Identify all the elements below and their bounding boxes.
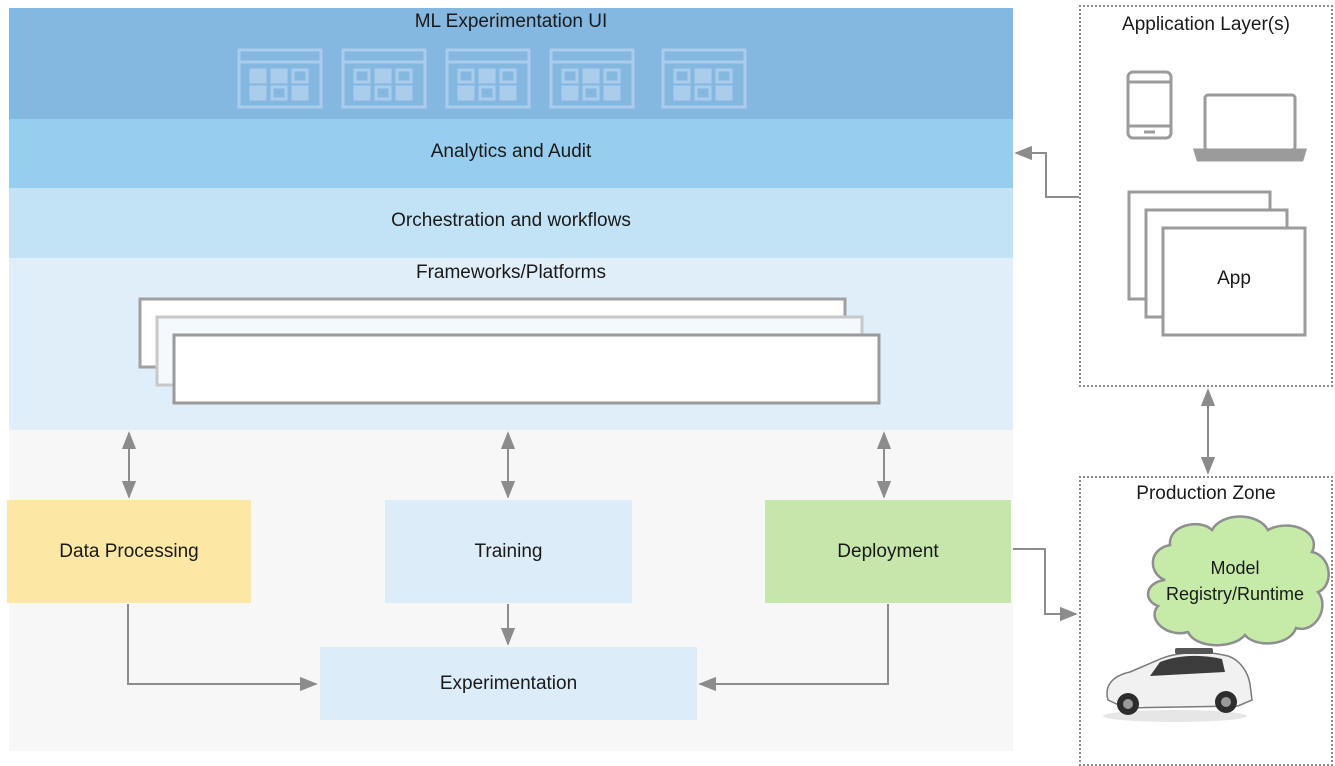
autonomous-car-icon: [1103, 648, 1253, 722]
ml-experimentation-ui-layer: ML Experimentation UI: [9, 8, 1013, 119]
deployment-box: Deployment: [765, 500, 1011, 603]
model-registry-line2: Registry/Runtime: [1165, 584, 1305, 604]
training-label: Training: [474, 540, 543, 562]
data-processing-box: Data Processing: [7, 500, 251, 603]
analytics-audit-label: Analytics and Audit: [430, 141, 592, 162]
phone-icon: [1126, 70, 1173, 140]
model-registry-line1: Model: [1210, 558, 1260, 578]
production-zone-title: Production Zone: [1136, 483, 1276, 504]
application-layer-title: Application Layer(s): [1122, 14, 1290, 35]
deployment-label: Deployment: [837, 540, 939, 562]
deploy-production-arrow: [1013, 548, 1078, 622]
laptop-icon: [1192, 93, 1308, 162]
app-label: App: [1217, 268, 1251, 289]
training-box: Training: [385, 500, 632, 603]
orchestration-label: Orchestration and workflows: [391, 210, 631, 231]
dashboard-window-icon: [661, 48, 747, 109]
dashboard-window-icon: [341, 48, 427, 109]
experimentation-box: Experimentation: [320, 647, 697, 720]
framework-card: [172, 333, 881, 405]
frameworks-platforms-label: Frameworks/Platforms: [415, 262, 607, 283]
dp-experimentation-arrow: [127, 604, 318, 692]
frameworks-platforms-layer: Frameworks/Platforms: [9, 258, 1013, 430]
data-processing-label: Data Processing: [59, 540, 199, 562]
dashboard-icons: [237, 48, 747, 109]
orchestration-layer: Orchestration and workflows: [9, 188, 1013, 258]
experimentation-label: Experimentation: [439, 672, 578, 694]
app-window-stack: [1127, 190, 1307, 337]
model-registry-label: Model Registry/Runtime: [1150, 555, 1320, 607]
analytics-audit-layer: Analytics and Audit: [9, 119, 1013, 188]
deploy-experimentation-arrow: [698, 604, 889, 692]
dashboard-window-icon: [445, 48, 531, 109]
dashboard-window-icon: [237, 48, 323, 109]
app-analytics-arrow: [1014, 145, 1079, 198]
arrow-lines: [121, 145, 1216, 692]
dashboard-window-icon: [549, 48, 635, 109]
framework-stack: [138, 297, 881, 405]
cloud-icon: [1146, 515, 1330, 647]
ml-experimentation-ui-title: ML Experimentation UI: [414, 11, 608, 32]
